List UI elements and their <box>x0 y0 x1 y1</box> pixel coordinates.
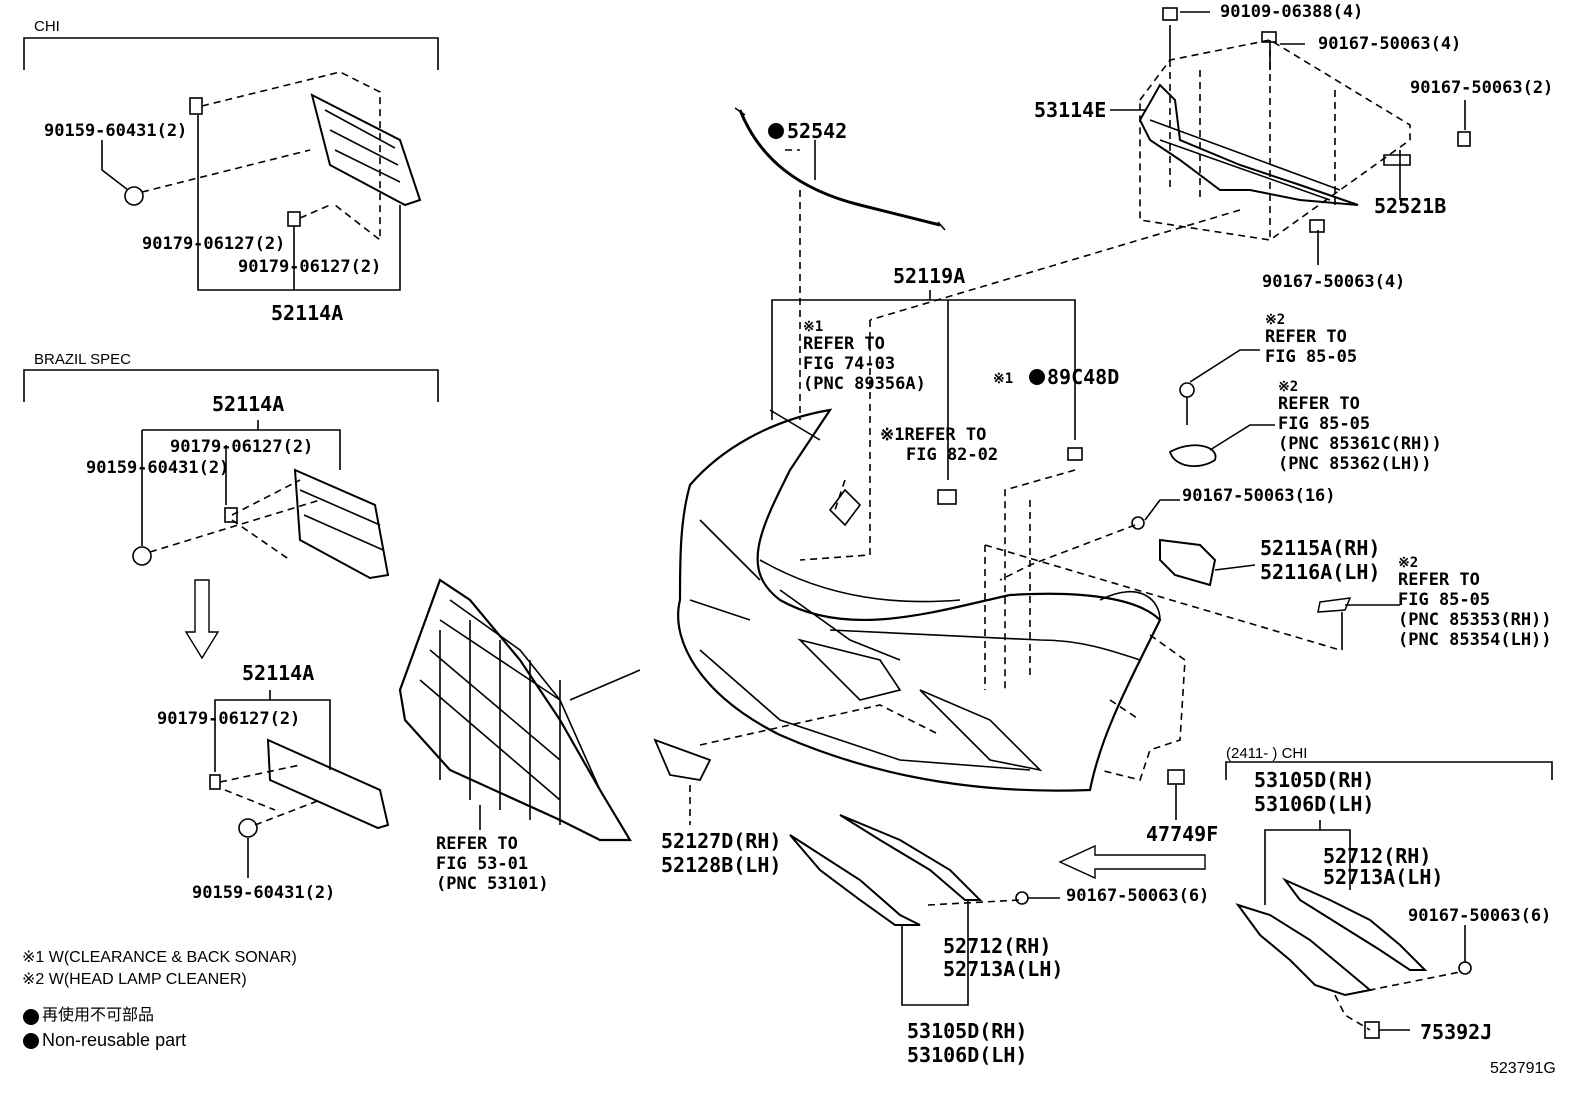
chi-part-90159-60431[interactable]: 90159-60431(2) <box>44 121 188 141</box>
refer-fig-82-02[interactable]: ※1REFER TO FIG 82-02 <box>880 425 999 465</box>
brazil-section-bracket <box>23 369 439 402</box>
front-bumper-cover-52119a <box>677 408 1162 792</box>
refer-fig-53-01[interactable]: REFER TO FIG 53-01 (PNC 53101) <box>436 834 549 894</box>
part-52521b[interactable]: 52521B <box>1374 194 1447 218</box>
direction-arrow <box>1058 844 1206 880</box>
part-89c48d[interactable]: 89C48D <box>1047 365 1120 389</box>
part-75392j[interactable]: 75392J <box>1420 1020 1493 1044</box>
part-52713a-mid[interactable]: 52713A(LH) <box>943 957 1064 981</box>
brazil-alt-bracket-52114a <box>209 690 390 878</box>
radiator-support-53114e <box>1110 7 1471 265</box>
hood-seal-52542 <box>734 107 946 420</box>
side-bracket-52115a <box>999 499 1256 680</box>
part-90167-50063-6-right[interactable]: 90167-50063(6) <box>1408 906 1552 926</box>
grille-53101 <box>398 578 641 842</box>
brazil-part-90159-60431[interactable]: 90159-60431(2) <box>86 458 230 478</box>
cap-52127d <box>653 738 712 781</box>
brazil-alt-part-90179-06127[interactable]: 90179-06127(2) <box>157 709 301 729</box>
washer-nozzle-cap <box>1168 444 1217 467</box>
part-90109-06388[interactable]: 90109-06388(4) <box>1220 2 1364 22</box>
part-52115a[interactable]: 52115A(RH) <box>1260 536 1381 560</box>
refer-fig-85-05-c[interactable]: ※2 REFER TO FIG 85-05 (PNC 85353(RH)) (P… <box>1398 555 1552 650</box>
refer-fig-85-05-a[interactable]: ※2 REFER TO FIG 85-05 <box>1265 312 1358 367</box>
section-label-chi-2411: (2411- ) CHI <box>1226 745 1308 762</box>
chi-part-52114a[interactable]: 52114A <box>271 301 344 325</box>
chi-section-bracket <box>23 37 439 70</box>
part-90167-50063-2[interactable]: 90167-50063(2) <box>1410 78 1554 98</box>
part-52116a[interactable]: 52116A(LH) <box>1260 560 1381 584</box>
clip-47749f <box>1167 769 1185 785</box>
part-53106d-right[interactable]: 53106D(LH) <box>1254 792 1375 816</box>
note-mark-89c48d: ※1 <box>993 371 1014 387</box>
brazil-alt-part-90159-60431[interactable]: 90159-60431(2) <box>192 883 336 903</box>
chi-part-90179-06127-a[interactable]: 90179-06127(2) <box>142 234 286 254</box>
chi-2411-section-bracket <box>1225 761 1553 780</box>
part-53114e[interactable]: 53114E <box>1034 98 1107 122</box>
part-52542[interactable]: 52542 <box>787 119 848 143</box>
refer-fig-85-05-b[interactable]: ※2 REFER TO FIG 85-05 (PNC 85361C(RH)) (… <box>1278 379 1442 474</box>
part-52127d[interactable]: 52127D(RH) <box>661 829 782 853</box>
part-52712-mid[interactable]: 52712(RH) <box>943 934 1052 958</box>
brazil-license-bracket-52114a <box>132 420 390 660</box>
part-47749f[interactable]: 47749F <box>1146 822 1219 846</box>
note-non-reusable-jp: 再使用不可部品 <box>42 1007 155 1024</box>
part-52119a[interactable]: 52119A <box>893 264 966 288</box>
part-90167-50063-6-mid[interactable]: 90167-50063(6) <box>1066 886 1210 906</box>
section-label-brazil: BRAZIL SPEC <box>34 351 131 368</box>
brazil-part-52114a[interactable]: 52114A <box>212 392 285 416</box>
part-52713a-right[interactable]: 52713A(LH) <box>1323 865 1444 889</box>
fog-bezel-mid <box>789 814 1021 1006</box>
chi-part-90179-06127-b[interactable]: 90179-06127(2) <box>238 257 382 277</box>
part-52128b[interactable]: 52128B(LH) <box>661 853 782 877</box>
section-label-chi: CHI <box>34 18 60 35</box>
part-53105d-right[interactable]: 53105D(RH) <box>1254 768 1375 792</box>
bumper-leader-52119a <box>771 290 1076 480</box>
part-90167-50063-16[interactable]: 90167-50063(16) <box>1182 486 1336 506</box>
refer-fig-74-03[interactable]: ※1 REFER TO FIG 74-03 (PNC 89356A) <box>803 319 926 394</box>
note-head-lamp-cleaner: ※2 W(HEAD LAMP CLEANER) <box>22 971 247 988</box>
brazil-part-90179-06127[interactable]: 90179-06127(2) <box>170 437 314 457</box>
part-52712-right[interactable]: 52712(RH) <box>1323 844 1432 868</box>
part-53105d-bottom[interactable]: 53105D(RH) <box>907 1019 1028 1043</box>
note-clearance-sonar: ※1 W(CLEARANCE & BACK SONAR) <box>22 949 297 966</box>
brazil-alt-part-52114a[interactable]: 52114A <box>242 661 315 685</box>
note-non-reusable-en: Non-reusable part <box>42 1030 187 1050</box>
part-53106d-bottom[interactable]: 53106D(LH) <box>907 1043 1028 1067</box>
diagram-code: 523791G <box>1490 1060 1556 1077</box>
headlamp-cleaner-cover <box>1317 597 1352 613</box>
chi-2411-bezel-assembly <box>1235 820 1472 1039</box>
part-90167-50063-4-bottom[interactable]: 90167-50063(4) <box>1262 272 1406 292</box>
chi-license-bracket-52114a <box>101 71 422 291</box>
part-90167-50063-4-top[interactable]: 90167-50063(4) <box>1318 34 1462 54</box>
